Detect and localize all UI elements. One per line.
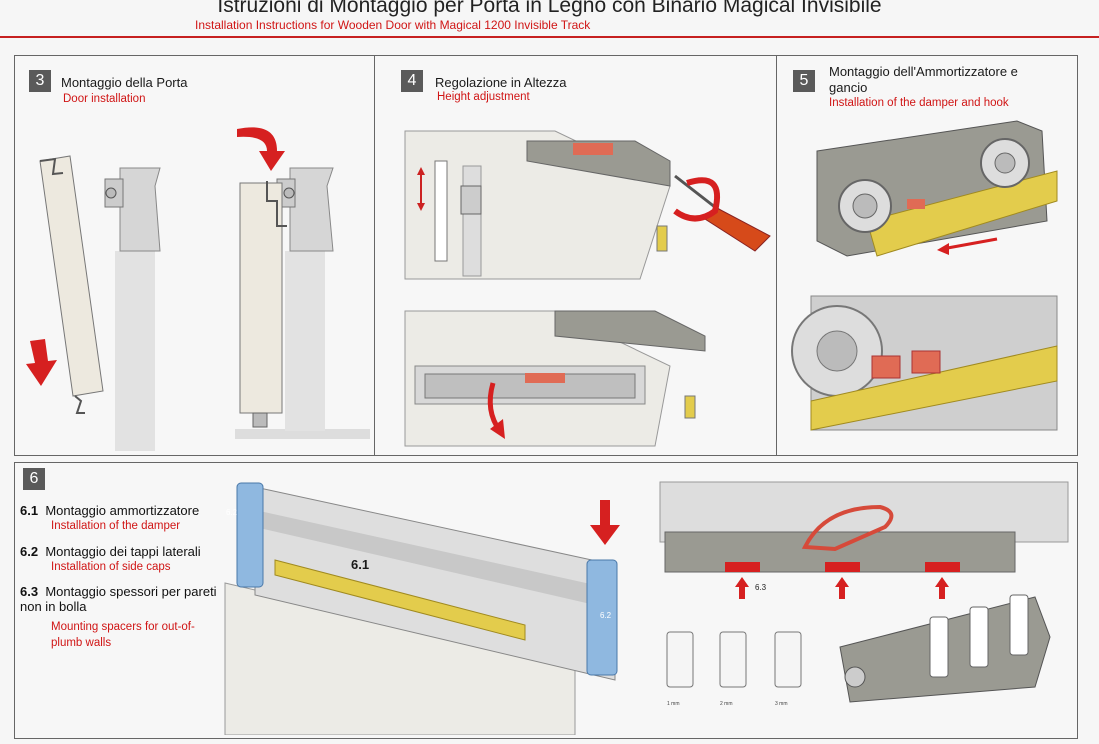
cap-right-label: 6.2 [600, 611, 612, 620]
step-6-2-title-en: Installation of side caps [51, 561, 171, 573]
step-6-3-title-en: Mounting spacers for out-of-plumb walls [51, 621, 195, 649]
damper-hook-illustration [791, 120, 1058, 431]
step-6-panel: 6 6.1 Montaggio ammortizzatore Installat… [14, 462, 1078, 739]
step-6-2-label: 6.2 Montaggio dei tappi laterali [20, 544, 201, 559]
step-4-title-en: Height adjustment [437, 91, 530, 103]
step-3-panel: 3 Montaggio della Porta Door installatio… [14, 55, 376, 456]
step-6-number: 6 [23, 468, 45, 490]
step-3-title-en: Door installation [63, 93, 146, 105]
step-6-1-title-en: Installation of the damper [51, 520, 181, 532]
spacer-callout: 6.3 [755, 583, 767, 592]
step-4-panel: 4 Regolazione in Altezza Height adjustme… [374, 55, 778, 456]
side-caps-damper-illustration [224, 482, 620, 735]
step-6-2-title-it: Montaggio dei tappi laterali [45, 544, 201, 559]
step-6-3-number: 6.3 [20, 584, 39, 599]
cap-left-label: 6.2 [226, 508, 238, 517]
page-subtitle: Installation Instructions for Wooden Doo… [195, 18, 591, 32]
step-5-number: 5 [793, 70, 815, 92]
step-4-title-it: Regolazione in Altezza [435, 75, 567, 90]
spacer-size-1mm: 1 mm [667, 701, 680, 707]
spacer-size-2mm: 2 mm [720, 701, 733, 707]
step-3-title-it: Montaggio della Porta [61, 75, 188, 90]
title-divider [0, 36, 1099, 38]
step-5-title-en: Installation of the damper and hook [829, 97, 1009, 109]
step-6-3-title-it: Montaggio spessori per pareti non in bol… [20, 584, 217, 614]
step-5-title-it: Montaggio dell'Ammortizzatore e gancio [829, 64, 1018, 95]
step-6-2-number: 6.2 [20, 544, 39, 559]
step-6-1-title-it: Montaggio ammortizzatore [45, 503, 200, 518]
step-6-1-label: 6.1 Montaggio ammortizzatore [20, 503, 199, 518]
height-adjustment-illustration [404, 130, 771, 447]
page-title: Istruzioni di Montaggio per Porta in Leg… [217, 0, 882, 17]
damper-callout: 6.1 [351, 557, 370, 572]
step-3-number: 3 [29, 70, 51, 92]
spacers-illustration [659, 481, 1069, 703]
step-5-panel: 5 Montaggio dell'Ammortizzatore e gancio… [776, 55, 1078, 456]
spacer-size-3mm: 3 mm [775, 701, 788, 707]
step-6-3-label: 6.3 Montaggio spessori per pareti non in… [20, 584, 220, 614]
step-6-1-number: 6.1 [20, 503, 39, 518]
step-4-number: 4 [401, 70, 423, 92]
door-installation-illustration [26, 127, 370, 451]
